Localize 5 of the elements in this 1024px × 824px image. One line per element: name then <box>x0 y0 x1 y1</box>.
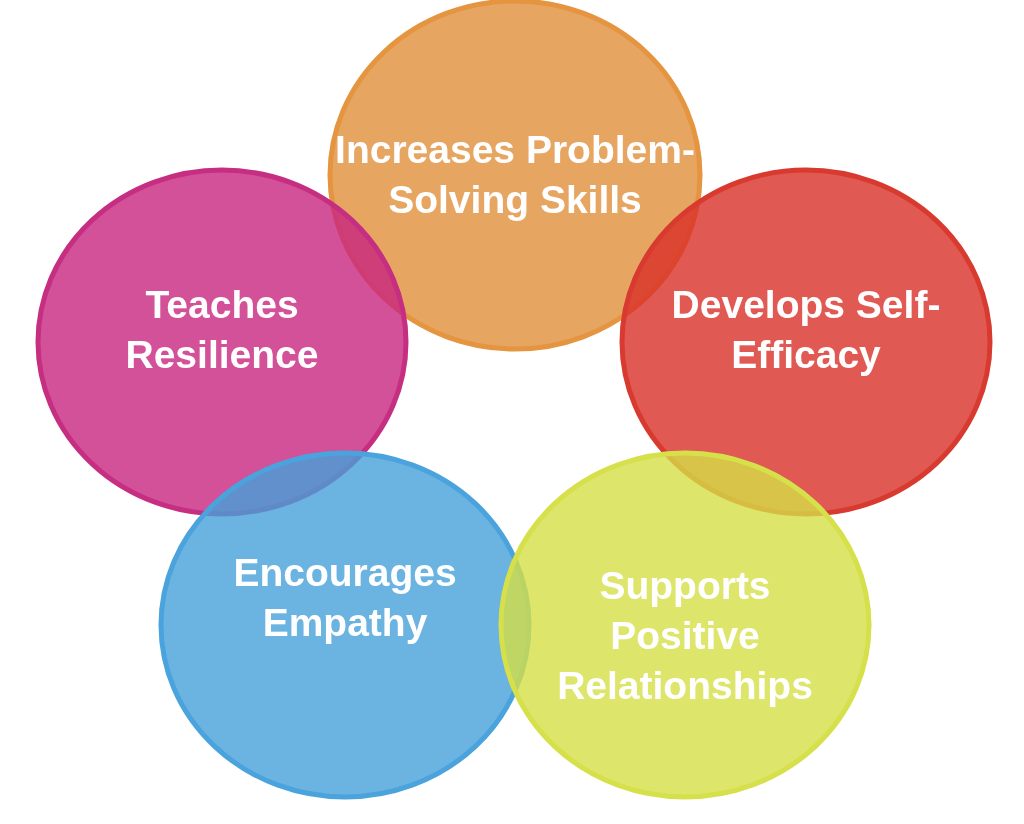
circle-label: Increases Problem-Solving Skills <box>335 127 695 223</box>
circle-label: Supports Positive Relationships <box>556 563 814 709</box>
circle-label: Develops Self-Efficacy <box>671 282 941 378</box>
circle-label: Encourages Empathy <box>232 550 458 646</box>
circle-label: Teaches Resilience <box>124 282 320 378</box>
